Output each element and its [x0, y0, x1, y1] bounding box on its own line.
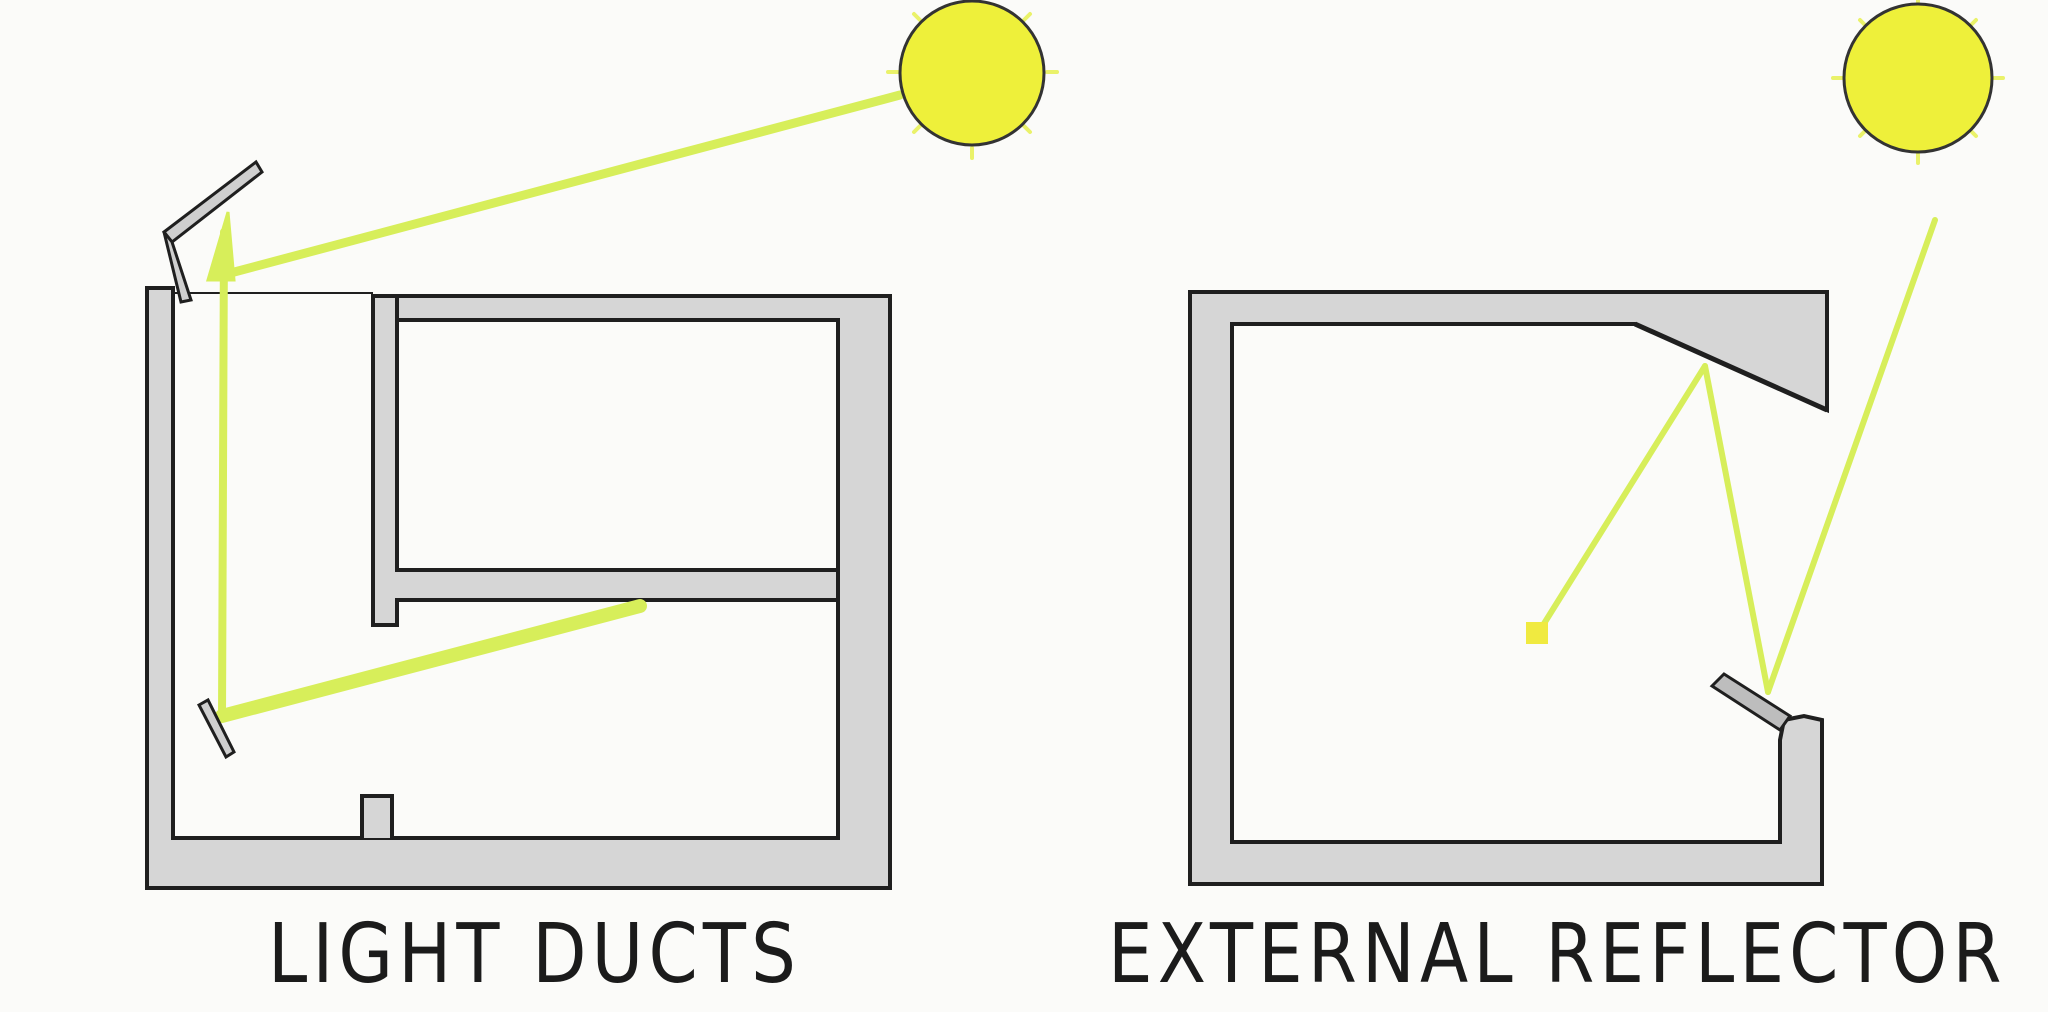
sun-icon [1831, 0, 2005, 165]
ray-sun-to-ledge [1765, 217, 1938, 695]
top-mirror [161, 159, 264, 304]
light-ducts-caption: LIGHT DUCTS [268, 907, 802, 1002]
external-reflector-caption: EXTERNAL REFLECTOR [1108, 907, 2007, 1002]
external-reflector-rays [1537, 217, 1938, 695]
top-mirror-panel [161, 159, 264, 245]
upper-room-wall [371, 294, 840, 627]
reflector-room-wall [1188, 290, 1829, 886]
ray-ledge-to-reflector [1702, 363, 1771, 695]
ledge-mirror [1709, 672, 1793, 733]
light-ducts-diagram [145, 0, 1059, 890]
light-ducts-walls [145, 286, 892, 890]
ray-sun-to-mirror [218, 90, 905, 280]
top-mirror-lip [162, 231, 193, 304]
external-reflector-diagram [1188, 0, 2005, 886]
light-ducts-rays [205, 90, 905, 723]
stub-wall [360, 794, 394, 838]
sun-icon [886, 0, 1059, 160]
ray-into-room [215, 599, 647, 723]
ray-reflector-to-floor [1537, 363, 1708, 633]
ray-down-duct [218, 228, 228, 720]
bottom-mirror [196, 697, 236, 760]
reflector-shelf-line [1633, 321, 1829, 413]
light-spot [1526, 622, 1548, 644]
